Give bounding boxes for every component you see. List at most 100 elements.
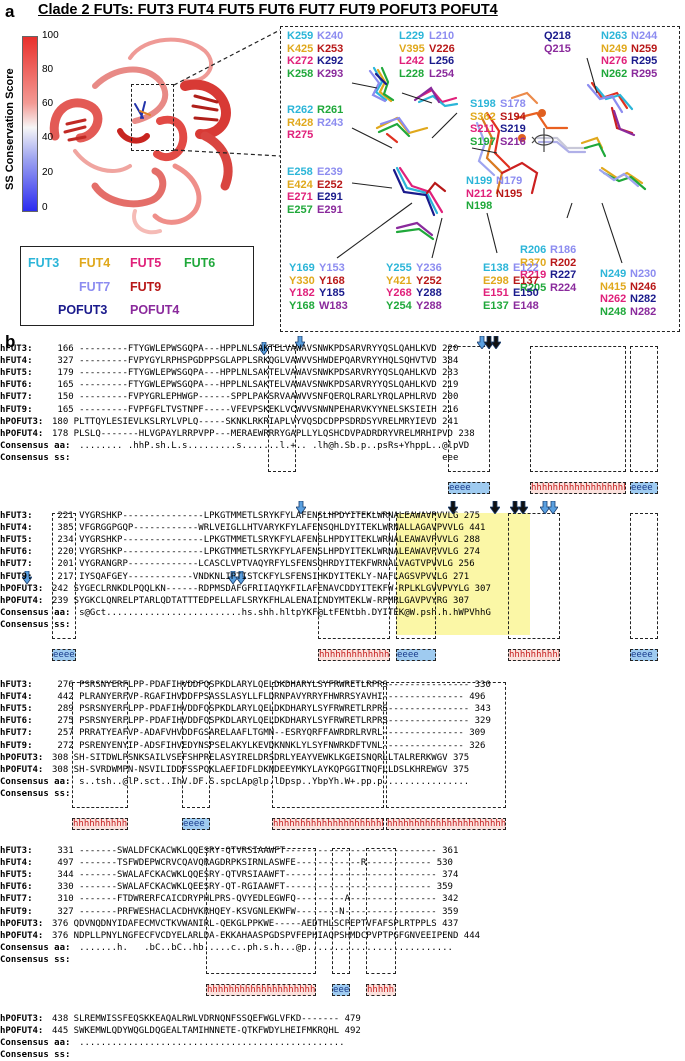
residue-label: R186 — [550, 244, 577, 256]
colorbar-tick: 0 — [42, 202, 48, 213]
sequence-name: hFUT4: — [0, 356, 33, 367]
sequence-name: hFUT9: — [0, 404, 33, 415]
strand-ss-box: eeee — [630, 482, 658, 494]
colorbar-tick: 40 — [42, 132, 54, 143]
sequence-text: 442 PLRANYERFVP-RGAFIHVDDFPSASSLASYLLFLD… — [52, 692, 486, 703]
sequence-name: hFUT7: — [0, 728, 33, 739]
sequence-text: 330 -------SWALAFCKACWKLQEESRY-QT-RGIAAW… — [52, 882, 453, 893]
residue-label: N259 — [631, 42, 658, 55]
residue-label: W183 — [319, 299, 348, 312]
sequence-text: 310 -------FTDWRERFCAICDRYPHLPRS-QVYEDLE… — [52, 894, 459, 905]
residue-label: E271 — [287, 191, 313, 203]
residue-label: E137 — [483, 299, 509, 312]
residue-label: S178 — [500, 98, 526, 110]
residue-label: L228 — [399, 67, 425, 80]
sequence-name: hFUT3: — [0, 680, 33, 690]
strand-ss-box: eeee — [448, 482, 490, 494]
motif-box — [272, 682, 384, 808]
sequence-text: .......h. .bC..bC..hb.....c..ph.s.h...@p… — [52, 942, 453, 953]
residue-label: Y185 — [319, 287, 345, 299]
residue-label: Y169 — [289, 262, 315, 274]
residue-label: Y168 — [289, 299, 315, 312]
key-residue-arrow-icon — [540, 501, 550, 514]
sequence-name: hFUT3: — [0, 846, 33, 856]
zoom-region-box — [131, 84, 174, 151]
sequence-name: hFUT5: — [0, 535, 33, 546]
residue-label: R219 — [520, 269, 547, 281]
sequence-text: 272 PSRENYENYIP-ADSFIHVEDYNSPSELAKYLKEVD… — [52, 740, 486, 751]
residue-label: S211 — [470, 123, 496, 135]
residue-label: R224 — [550, 281, 577, 294]
legend-item: FUT4 — [79, 256, 111, 270]
residue-label: K293 — [317, 67, 344, 80]
motif-box — [206, 848, 316, 974]
residue-label: E137 — [513, 274, 539, 287]
sequence-name: hPOFUT4: — [0, 595, 44, 606]
residue-label: E291 — [317, 203, 343, 216]
residue-label: N262 — [600, 293, 627, 305]
residue-label: Y288 — [416, 299, 442, 312]
motif-box — [318, 513, 390, 639]
color-legend — [20, 246, 254, 326]
legend-item: POFUT3 — [58, 303, 108, 317]
sequence-text: 276 PSRSNYERFLPP-PDAFIHVDDFQSPKDLARYLQEL… — [52, 680, 491, 690]
sequence-name: hPOFUT4: — [0, 428, 44, 439]
residue-label: L256 — [429, 55, 455, 67]
residue-label: Q218 — [544, 30, 571, 42]
residue-label: K253 — [317, 42, 344, 55]
sequence-text: 166 ---------FTYGWLEPWSGQPA---HPPLNLSAKT… — [52, 344, 459, 354]
motif-box — [52, 513, 76, 639]
residue-label: E424 — [287, 178, 313, 191]
residue-label: E252 — [317, 178, 343, 191]
residue-label: N198 — [466, 200, 493, 212]
residue-label: E239 — [317, 166, 343, 178]
residue-label: S216 — [500, 135, 526, 148]
sequence-text: 289 PSRSNYERFLPP-PDAFIHVDDFQSPKDLARYLQEL… — [52, 704, 491, 715]
residue-label: R202 — [550, 256, 577, 269]
sequence-text: 220 VYGRSHKP---------------LPKGTMMETLSRY… — [52, 547, 481, 558]
residue-label: Y182 — [289, 287, 315, 299]
residue-label: S194 — [500, 110, 526, 123]
residue-label: N230 — [630, 268, 657, 280]
active-site-zoom-panel — [280, 26, 680, 332]
residue-label: Y268 — [386, 287, 412, 299]
residue-label: N244 — [631, 30, 658, 42]
motif-box — [72, 682, 128, 808]
sequence-text: 234 VYGRSHKP---------------LPKGTMMETLSRY… — [52, 535, 481, 546]
sequence-name: hFUT4: — [0, 523, 33, 534]
conserved-motif-highlight — [506, 513, 530, 635]
sequence-text: 497 -------TSFWDEPWCRVCQAVQRAGDRPKSIRNLA… — [52, 858, 453, 869]
residue-label: N199 — [466, 175, 493, 187]
motif-box — [448, 346, 490, 472]
motif-box — [182, 682, 210, 808]
residue-label: E138 — [483, 262, 509, 274]
residue-label: S362 — [470, 110, 496, 123]
legend-item: FUT9 — [130, 280, 162, 294]
sequence-text: 438 SLREMWISSFEQSKKEAQALRWLVDRNQNFSSQEFW… — [52, 1014, 361, 1024]
strand-ss-box: eeee — [630, 649, 658, 661]
key-residue-arrow-icon — [491, 336, 501, 349]
key-residue-arrow-icon — [484, 336, 494, 349]
key-residue-arrow-icon — [477, 336, 487, 349]
legend-item: FUT5 — [130, 256, 162, 270]
sequence-text: 221 VYGRSHKP---------------LPKGTMMETLSRY… — [52, 511, 481, 521]
residue-label: N246 — [630, 280, 657, 293]
residue-label: L242 — [399, 55, 425, 67]
sequence-text: 179 ---------FTYGWLEPWSGQPA---HPPLNLSAKT… — [52, 368, 459, 379]
residue-label: N262 — [601, 67, 628, 80]
colorbar-tick: 100 — [42, 30, 59, 41]
sequence-text: 178 PLSLQ-------HLVGPAYLRRPVPP---MERAEWR… — [52, 428, 475, 439]
sequence-text: 385 VFGRGGPGQP------------WRLVEIGLLHTVAR… — [52, 523, 486, 534]
key-residue-arrow-icon — [490, 501, 500, 514]
sequence-name: Consensus ss: — [0, 452, 71, 463]
motif-box — [630, 513, 658, 639]
residue-label: S219 — [500, 123, 526, 135]
residue-label: R295 — [631, 55, 658, 67]
key-residue-arrow-icon — [236, 571, 246, 584]
residue-label: V226 — [429, 42, 455, 55]
sequence-name: hFUT7: — [0, 894, 33, 905]
residue-label: E148 — [513, 299, 539, 312]
sequence-name: hFUT9: — [0, 740, 33, 751]
